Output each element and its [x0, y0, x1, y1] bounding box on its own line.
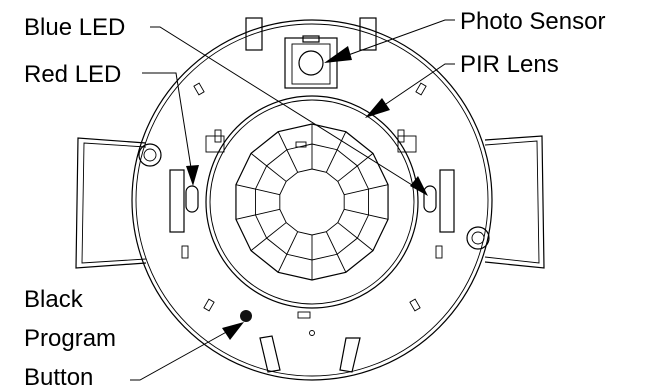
- blue-led: [423, 185, 437, 213]
- lens-facet-edge: [235, 184, 256, 190]
- leader-red-led: [142, 72, 199, 186]
- lens-facet-edge: [286, 231, 299, 255]
- leader-program-button: [130, 322, 244, 381]
- label-blue-led: Blue LED: [24, 14, 125, 41]
- pir-lens: [235, 123, 389, 281]
- lens-facet-edge: [277, 131, 288, 150]
- leader-blue-led: [150, 26, 428, 196]
- label-pir-lens: PIR Lens: [460, 51, 559, 78]
- lens-facet-edge: [357, 153, 374, 167]
- lens-facet-edge: [255, 188, 280, 196]
- lens-facet-edge: [250, 153, 267, 167]
- leader-photo-sensor: [324, 19, 455, 63]
- lens-facet-edge: [344, 208, 369, 216]
- lens-facet-edge: [277, 254, 288, 273]
- lens-facet-edge: [266, 222, 287, 239]
- lens-facet-edge: [255, 208, 280, 216]
- lens-facet-edge: [336, 254, 347, 273]
- label-photo-sensor: Photo Sensor: [460, 8, 605, 35]
- lens-ring-2: [279, 168, 345, 236]
- lens-facet-edge: [250, 237, 267, 251]
- lens-facet-edge: [235, 214, 256, 220]
- lens-facet-edge: [368, 184, 389, 190]
- housing-notches: [169, 17, 455, 373]
- lens-facet-edge: [368, 214, 389, 220]
- program-button: [240, 310, 252, 322]
- lens-facet-edge: [337, 165, 358, 182]
- lens-facet-edge: [286, 149, 299, 173]
- label-button: Button: [24, 364, 93, 390]
- photo-sensor-housing: [284, 35, 338, 89]
- lens-facet-edge: [325, 231, 338, 255]
- left-mounting-tab: [75, 137, 162, 269]
- lens-facet-edge: [325, 149, 338, 173]
- label-red-led: Red LED: [24, 61, 121, 88]
- red-led: [185, 185, 199, 213]
- housing-slots: [181, 82, 443, 336]
- outer-housing: [131, 19, 493, 381]
- label-black: Black: [24, 286, 84, 313]
- lens-ring: [205, 95, 419, 309]
- leader-pir-lens: [365, 63, 455, 118]
- lens-facet-edge: [344, 188, 369, 196]
- lens-facet-edge: [337, 222, 358, 239]
- lens-facet-edge: [266, 165, 287, 182]
- label-program: Program: [24, 325, 116, 352]
- lens-facet-edge: [357, 237, 374, 251]
- right-mounting-tab: [466, 135, 545, 269]
